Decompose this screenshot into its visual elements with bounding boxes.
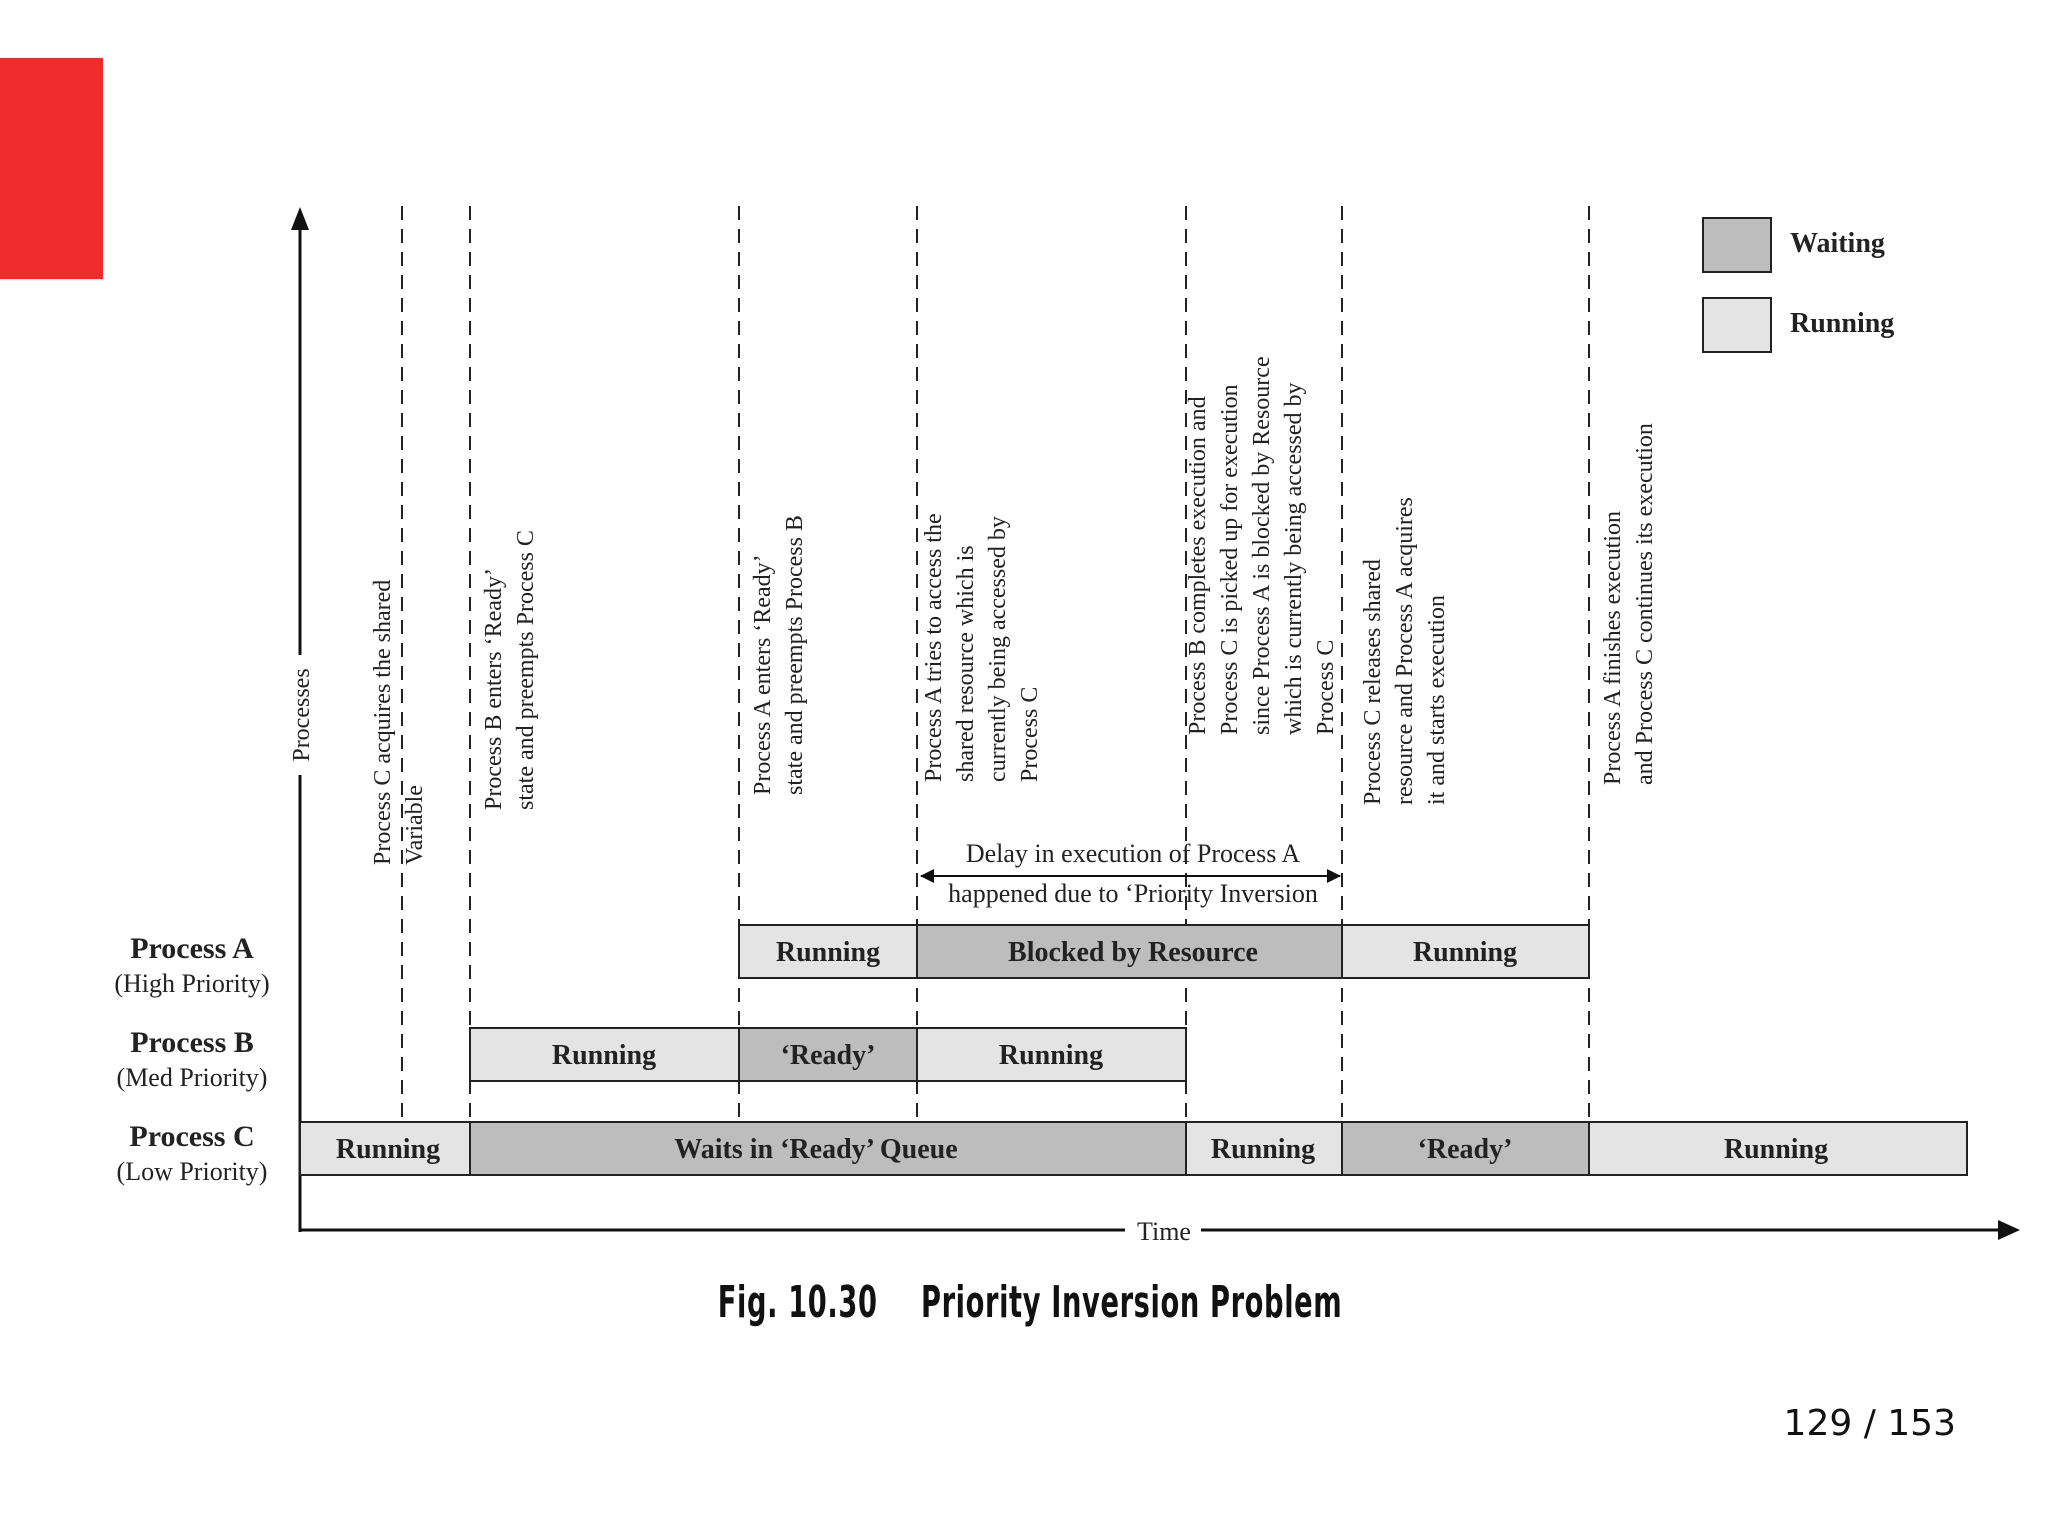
event-annotation-5: Process B completes execution and Proces… [1185,350,1339,735]
legend-running-label: Running [1790,308,1894,339]
y-axis-arrow-icon [291,207,309,230]
segment-a-running-2 [1341,924,1590,979]
process-a-priority: (High Priority) [114,969,269,998]
process-b-priority: (Med Priority) [117,1063,268,1092]
event-annotation-3: Process A enters ‘Ready’ state and preem… [750,515,808,795]
segment-b2-label: ‘Ready’ [781,1040,876,1071]
x-axis-arrow-icon [1998,1220,2020,1240]
process-labels: Process A (High Priority) Process B (Med… [114,932,269,1186]
process-b-name: Process B [130,1026,254,1059]
process-a-name: Process A [130,932,254,965]
segment-c4-label: ‘Ready’ [1418,1134,1513,1165]
event-annotation-7: Process A finishes execution and Process… [1600,423,1658,785]
segment-c-running-2 [1185,1121,1343,1176]
segment-c3-label: Running [1211,1134,1315,1165]
delay-note-line-1: Delay in execution of Process A [966,839,1301,868]
segment-c2-label: Waits in ‘Ready’ Queue [674,1134,957,1165]
process-c-name: Process C [129,1120,254,1153]
segment-a3-label: Running [1413,937,1517,968]
y-axis-label: Processes [289,668,315,761]
segment-b-ready [738,1027,918,1082]
segment-c-ready [1341,1121,1590,1176]
segment-b1-label: Running [552,1040,656,1071]
figure-number: Fig. 10.30 [717,1277,878,1328]
segment-a-blocked [916,924,1343,979]
process-a-timeline [738,924,1590,979]
segment-b-running-2 [916,1027,1187,1082]
segment-a2-label: Blocked by Resource [1008,937,1258,968]
segment-c5-label: Running [1724,1134,1828,1165]
segment-a1-label: Running [776,937,880,968]
legend-waiting-label: Waiting [1790,228,1885,259]
segment-c-running-3 [1588,1121,1968,1176]
event-annotations: Process C acquires the shared Variable P… [370,350,1658,865]
process-c-priority: (Low Priority) [117,1157,268,1186]
legend-running-swatch [1702,297,1772,353]
page-number: 129 / 153 [1783,1403,1956,1444]
delay-note-line-2: happened due to ‘Priority Inversion [948,879,1318,908]
segment-b-running-1 [469,1027,740,1082]
legend-waiting-swatch [1702,217,1772,273]
segment-a-running-1 [738,924,918,979]
event-annotation-1: Process C acquires the shared Variable [370,574,428,865]
x-axis-label-bg [1125,1212,1201,1246]
segment-b3-label: Running [999,1040,1103,1071]
figure-title: Priority Inversion Problem [920,1277,1343,1328]
figure-caption: Fig. 10.30 Priority Inversion Problem [417,1277,1687,1328]
y-axis-label-bg [284,655,316,775]
process-b-timeline [469,1027,1187,1082]
event-annotation-2: Process B enters ‘Ready’ state and preem… [481,530,539,810]
segment-c1-label: Running [336,1134,440,1165]
event-annotation-6: Process C releases shared resource and P… [1360,491,1450,805]
x-axis-label: Time [1137,1217,1191,1246]
red-accent-bar [0,58,103,279]
event-annotation-4: Process A tries to access the shared res… [921,507,1043,782]
process-c-timeline [299,1121,1968,1176]
